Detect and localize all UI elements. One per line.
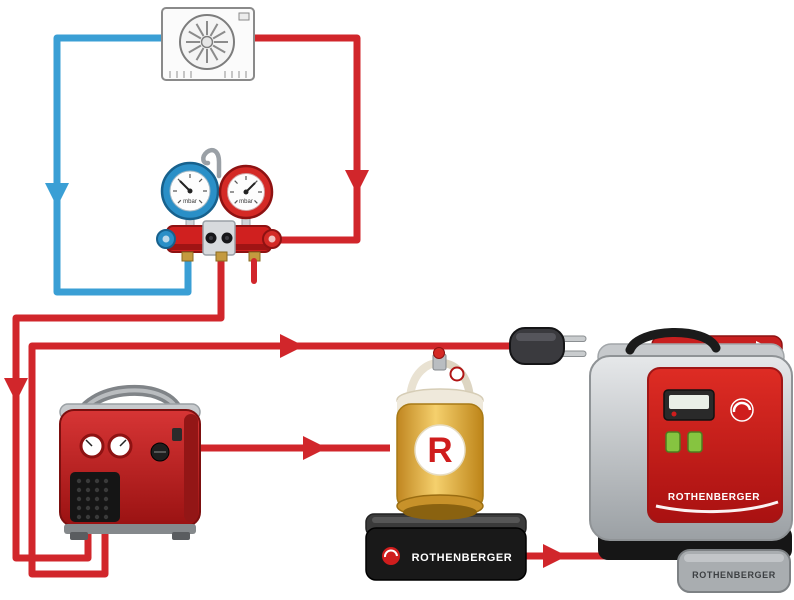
red-return-line-and-power <box>28 342 510 578</box>
scale-logo <box>382 547 400 565</box>
machine-display <box>663 389 715 421</box>
red-arrow-down-left-side <box>4 378 28 402</box>
pedal-brand-label: ROTHENBERGER <box>692 570 776 580</box>
red-service-line-left <box>12 250 225 562</box>
hanging-hook <box>201 147 222 179</box>
red-arrow-right-to-cylinder <box>303 436 327 460</box>
machine-button-right <box>687 431 703 453</box>
recovery-unit <box>59 385 201 540</box>
red-arrow-right-to-machine <box>543 544 567 568</box>
machine-brand-swoosh <box>655 500 779 514</box>
high-pressure-gauge: mbar <box>218 164 274 220</box>
hose-ports <box>181 251 261 262</box>
gauge-high-unit-label: mbar <box>239 199 253 205</box>
recycling-station: ROTHENBERGER ROTHENBERGER <box>589 328 793 593</box>
ac-vent-grille <box>169 71 247 78</box>
ac-fan <box>179 14 235 70</box>
machine-logo <box>730 398 754 422</box>
power-plug <box>509 327 587 365</box>
refrigerant-cylinder: R <box>396 347 484 520</box>
ac-indicator <box>238 12 250 21</box>
recovery-gauge-2 <box>107 433 133 459</box>
valve-gauge <box>449 366 465 382</box>
scale-brand-label: ROTHENBERGER <box>412 552 513 564</box>
machine-button-left <box>665 431 681 453</box>
recovery-switch <box>172 428 182 441</box>
machine-handle <box>625 328 721 355</box>
manifold-gauge-set: mbar mbar <box>156 147 282 284</box>
red-arrow-right-to-plug <box>280 334 304 358</box>
blue-arrow-down <box>45 183 69 207</box>
gauge-low-unit-label: mbar <box>183 199 197 205</box>
low-pressure-gauge: mbar <box>160 161 220 221</box>
blue-low-pressure-line <box>53 34 192 296</box>
ac-unit <box>161 7 255 81</box>
refrigerant-scale: ROTHENBERGER <box>365 513 527 581</box>
red-arrow-down-right-side <box>345 170 369 194</box>
cylinder-label: R <box>427 431 452 470</box>
cylinder-label-badge <box>414 424 466 476</box>
machine-pedal: ROTHENBERGER <box>677 549 791 593</box>
machine-brand-label: ROTHENBERGER <box>668 492 760 503</box>
scale-body <box>365 527 527 581</box>
valve-red-cap <box>433 347 445 359</box>
recovery-vent-grille <box>70 472 120 522</box>
recovery-base <box>64 524 196 534</box>
red-high-pressure-line-ac <box>250 34 361 244</box>
recovery-gauge-1 <box>79 433 105 459</box>
